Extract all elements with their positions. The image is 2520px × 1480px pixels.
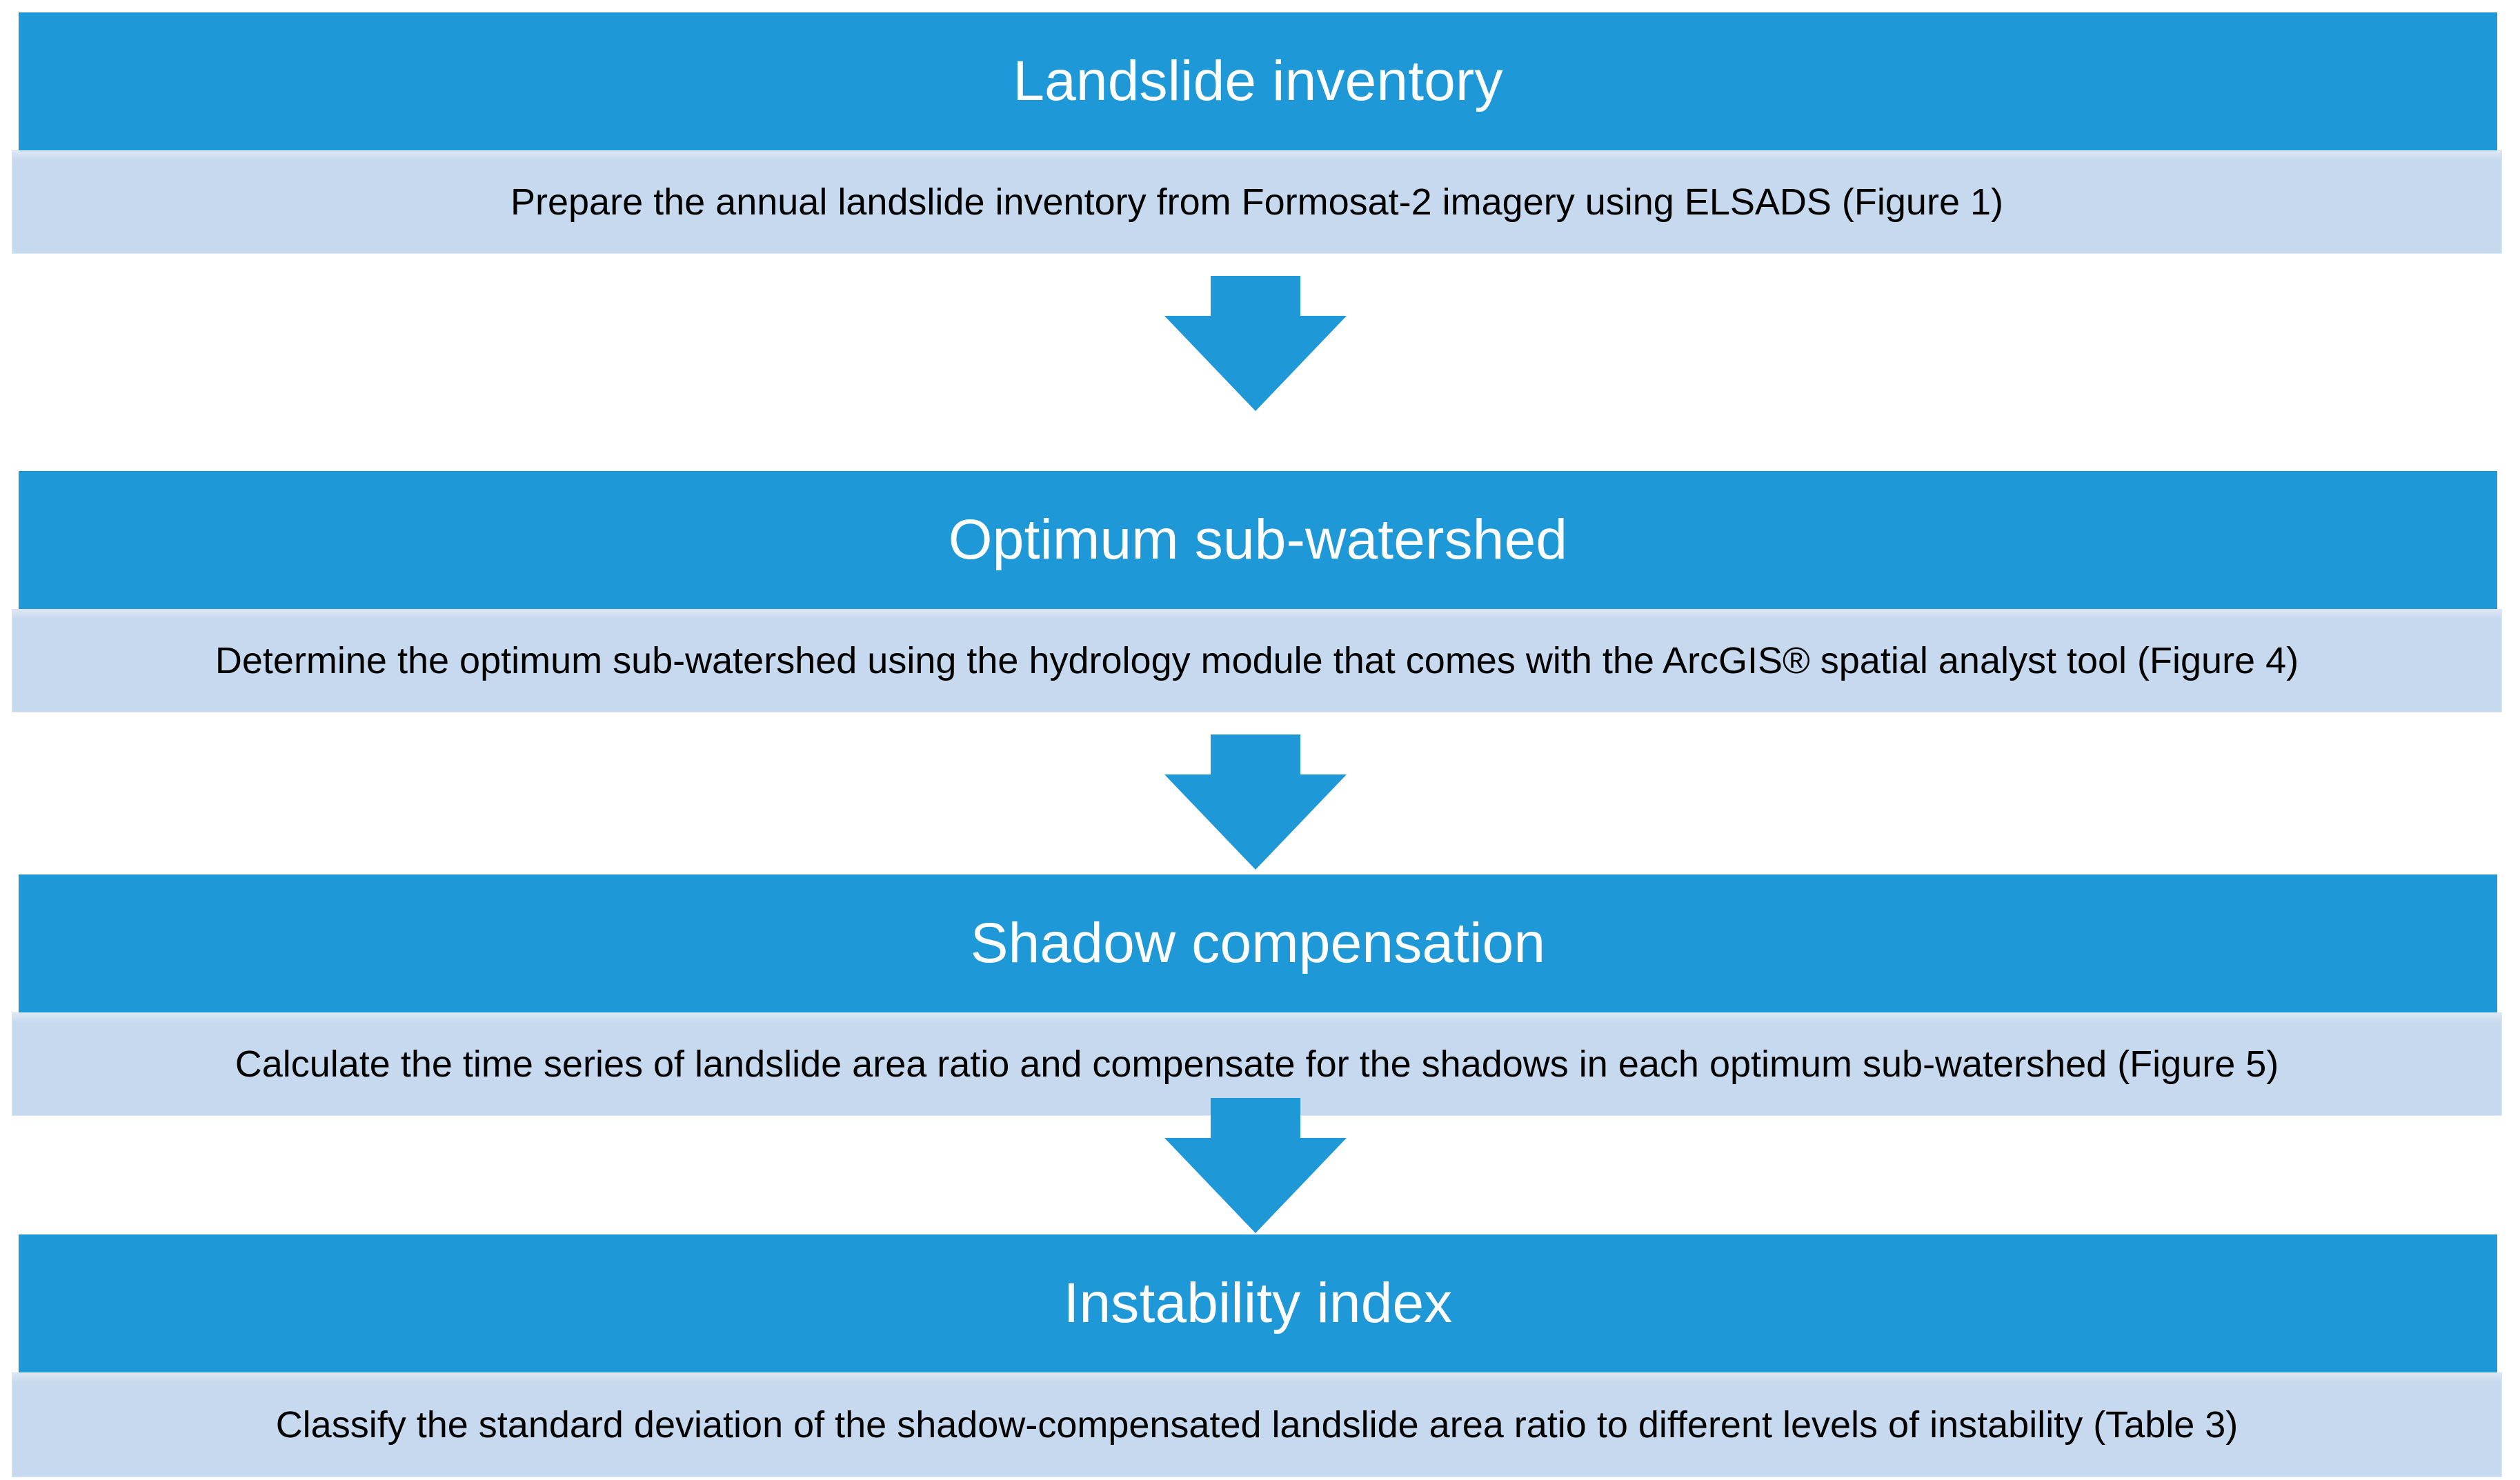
stage-4-title-bar: Instability index [19, 1234, 2497, 1372]
stage-2-title-bar: Optimum sub-watershed [19, 471, 2497, 609]
flow-stage-optimum-sub-watershed: Optimum sub-watershed Determine the opti… [12, 471, 2502, 712]
stage-1-description-bar: Prepare the annual landslide inventory f… [12, 150, 2502, 254]
stage-4-description-bar: Classify the standard deviation of the s… [12, 1372, 2502, 1477]
down-arrow-icon [1164, 276, 1347, 411]
stage-2-title: Optimum sub-watershed [948, 508, 1568, 571]
flow-stage-instability-index: Instability index Classify the standard … [12, 1234, 2502, 1477]
connector-arrow-1 [1164, 276, 1347, 411]
down-arrow-icon [1164, 1098, 1347, 1233]
flow-stage-shadow-compensation: Shadow compensation Calculate the time s… [12, 874, 2502, 1116]
stage-3-description: Calculate the time series of landslide a… [235, 1043, 2279, 1085]
stage-4-description: Classify the standard deviation of the s… [275, 1404, 2239, 1446]
flow-stage-landslide-inventory: Landslide inventory Prepare the annual l… [12, 12, 2502, 254]
connector-arrow-3 [1164, 1098, 1347, 1233]
stage-1-description: Prepare the annual landslide inventory f… [510, 181, 2003, 223]
stage-3-title-bar: Shadow compensation [19, 874, 2497, 1012]
stage-2-description: Determine the optimum sub-watershed usin… [215, 640, 2299, 681]
stage-2-description-bar: Determine the optimum sub-watershed usin… [12, 609, 2502, 712]
connector-arrow-2 [1164, 734, 1347, 870]
stage-1-title: Landslide inventory [1013, 50, 1503, 112]
down-arrow-icon [1164, 734, 1347, 870]
stage-3-title: Shadow compensation [970, 912, 1546, 974]
stage-4-title: Instability index [1063, 1272, 1453, 1334]
stage-1-title-bar: Landslide inventory [19, 12, 2497, 150]
